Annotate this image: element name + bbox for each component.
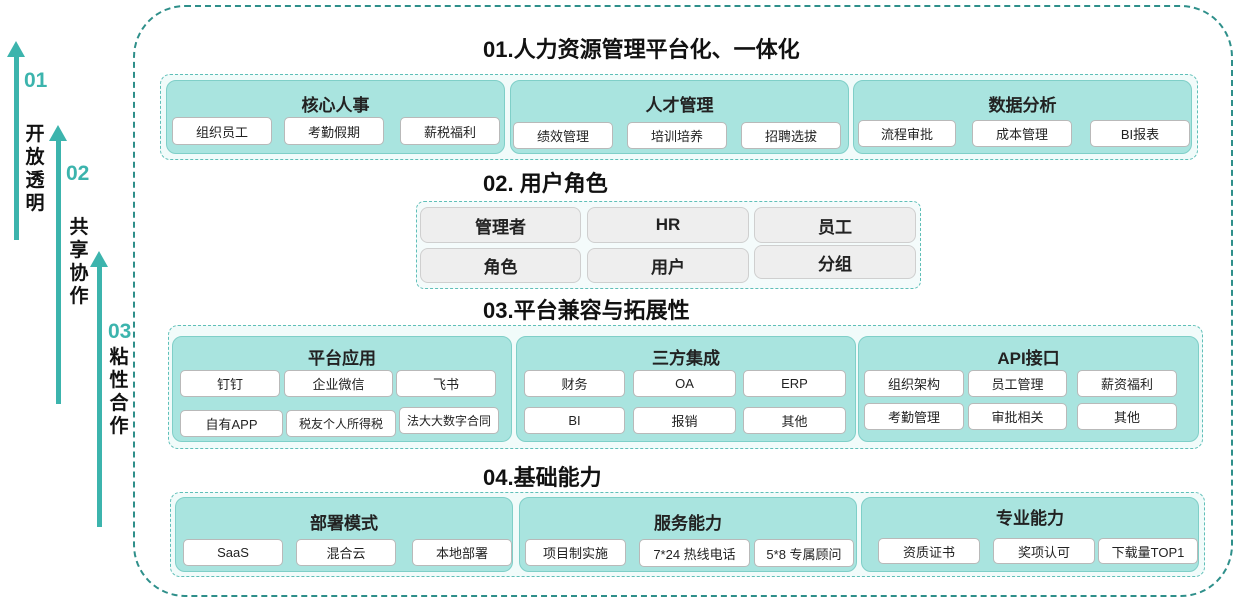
pill-item: 法大大数字合同 xyxy=(399,407,499,434)
pill-item: 其他 xyxy=(743,407,846,434)
pill-item: 财务 xyxy=(524,370,625,397)
pill-item: 钉钉 xyxy=(180,370,280,397)
role-box: 用户 xyxy=(587,248,749,283)
role-box: HR xyxy=(587,207,749,243)
role-box: 员工 xyxy=(754,207,916,243)
pill-item: 奖项认可 xyxy=(993,538,1095,564)
card-deployment-mode: 部署模式 SaaS 混合云 本地部署 xyxy=(175,497,513,572)
card-title: 服务能力 xyxy=(654,514,722,533)
card-platform-apps: 平台应用 钉钉 企业微信 飞书 自有APP 税友个人所得税 法大大数字合同 xyxy=(172,336,512,442)
arrow-number: 03 xyxy=(108,320,132,343)
card-api-interface: API接口 组织架构 员工管理 薪资福利 考勤管理 审批相关 其他 xyxy=(858,336,1199,442)
pill-item: 企业微信 xyxy=(284,370,393,397)
pill-item: 培训培养 xyxy=(627,122,727,149)
card-professional-capability: 专业能力 资质证书 奖项认可 下载量TOP1 xyxy=(861,497,1199,572)
pill-item: 税友个人所得税 xyxy=(286,410,396,437)
role-box: 角色 xyxy=(420,248,581,283)
arrow-number: 02 xyxy=(66,162,90,185)
card-third-party-integration: 三方集成 财务 OA ERP BI 报销 其他 xyxy=(516,336,856,442)
arrow-label: 粘性合作 xyxy=(109,347,129,437)
arrow-number: 01 xyxy=(24,69,48,92)
pill-item: 考勤假期 xyxy=(284,117,384,145)
pill-item: 组织员工 xyxy=(172,117,272,145)
pill-item: 5*8 专属顾问 xyxy=(754,539,854,567)
pill-item: OA xyxy=(633,370,736,397)
section2-title: 02. 用户角色 xyxy=(483,171,608,196)
pill-item: 飞书 xyxy=(396,370,496,397)
pill-item: 绩效管理 xyxy=(513,122,613,149)
section1-title: 01.人力资源管理平台化、一体化 xyxy=(483,37,800,62)
arrow-shaft xyxy=(55,139,61,404)
pill-item: 本地部署 xyxy=(412,539,512,566)
pill-item: BI xyxy=(524,407,625,434)
arrow-up-icon xyxy=(7,41,25,57)
pill-item: 自有APP xyxy=(180,410,283,437)
card-title: 人才管理 xyxy=(645,96,714,115)
pill-item: 项目制实施 xyxy=(525,539,626,566)
pill-item: 成本管理 xyxy=(972,120,1072,147)
card-title: API接口 xyxy=(997,349,1060,368)
card-title: 平台应用 xyxy=(308,349,376,368)
pill-item: 员工管理 xyxy=(968,370,1067,397)
section4-title: 04.基础能力 xyxy=(483,465,602,490)
card-talent-management: 人才管理 绩效管理 培训培养 招聘选拔 xyxy=(510,80,849,154)
arrow-shaft xyxy=(96,265,102,527)
pill-item: 审批相关 xyxy=(968,403,1067,430)
role-box: 分组 xyxy=(754,245,916,279)
pill-item: 混合云 xyxy=(296,539,396,566)
card-title: 部署模式 xyxy=(310,514,378,533)
card-core-hr: 核心人事 组织员工 考勤假期 薪税福利 xyxy=(166,80,505,154)
pill-item: 其他 xyxy=(1077,403,1177,430)
arrow-label: 开放透明 xyxy=(25,124,45,214)
arrow-shaft xyxy=(13,55,19,240)
pill-item: 7*24 热线电话 xyxy=(639,539,750,567)
pill-item: ERP xyxy=(743,370,846,397)
arrow-up-icon xyxy=(90,251,108,267)
section3-title: 03.平台兼容与拓展性 xyxy=(483,298,690,323)
pill-item: SaaS xyxy=(183,539,283,566)
pill-item: 招聘选拔 xyxy=(741,122,841,149)
pill-item: 资质证书 xyxy=(878,538,980,564)
card-title: 核心人事 xyxy=(301,96,370,115)
card-data-analysis: 数据分析 流程审批 成本管理 BI报表 xyxy=(853,80,1192,154)
card-title: 数据分析 xyxy=(988,96,1057,115)
pill-item: 报销 xyxy=(633,407,736,434)
card-title: 三方集成 xyxy=(652,349,720,368)
outer-frame xyxy=(133,5,1233,597)
pill-item: 薪税福利 xyxy=(400,117,500,145)
arrow-up-icon xyxy=(49,125,67,141)
pill-item: 流程审批 xyxy=(858,120,956,147)
pill-item: 考勤管理 xyxy=(864,403,964,430)
pill-item: BI报表 xyxy=(1090,120,1190,147)
card-service-capability: 服务能力 项目制实施 7*24 热线电话 5*8 专属顾问 xyxy=(519,497,857,572)
pill-item: 组织架构 xyxy=(864,370,964,397)
card-title: 专业能力 xyxy=(996,509,1064,528)
pill-item: 下载量TOP1 xyxy=(1098,538,1198,564)
role-box: 管理者 xyxy=(420,207,581,243)
arrow-label: 共享协作 xyxy=(69,217,89,307)
pill-item: 薪资福利 xyxy=(1077,370,1177,397)
